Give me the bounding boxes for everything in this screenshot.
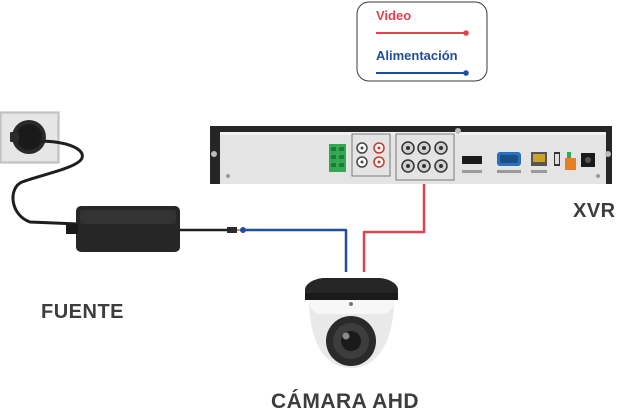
wall-outlet-icon [0, 111, 60, 164]
recorder-label: XVR [573, 200, 616, 222]
power-supply-label: FUENTE [41, 301, 124, 323]
camera-label: CÁMARA AHD [271, 390, 420, 413]
ac-cable [11, 139, 84, 226]
video-cable [362, 166, 426, 272]
legend-box [356, 1, 488, 82]
legend-power-label: Alimentación [376, 48, 458, 63]
power-cable [243, 228, 348, 272]
power-adapter-icon [66, 206, 242, 252]
xvr-recorder-icon [210, 126, 612, 184]
legend-video-label: Video [376, 8, 412, 23]
dome-camera-icon [305, 278, 398, 368]
